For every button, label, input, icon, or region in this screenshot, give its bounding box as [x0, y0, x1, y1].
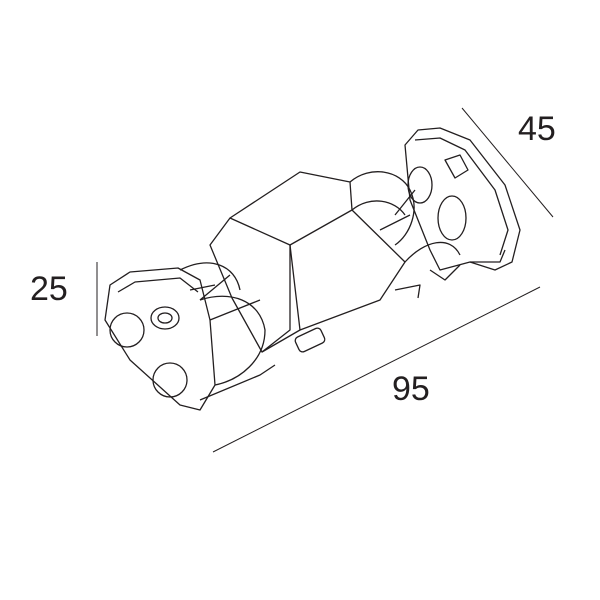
dimension-width-label: 45: [518, 110, 556, 148]
dimension-length-label: 95: [392, 370, 430, 408]
right-end-cap: [349, 127, 521, 299]
left-end-cap: [104, 262, 276, 411]
central-housing: [209, 171, 406, 353]
dimension-height-label: 25: [30, 270, 68, 308]
dimension-line-95: [212, 286, 541, 453]
dimension-line-45: [461, 107, 554, 218]
